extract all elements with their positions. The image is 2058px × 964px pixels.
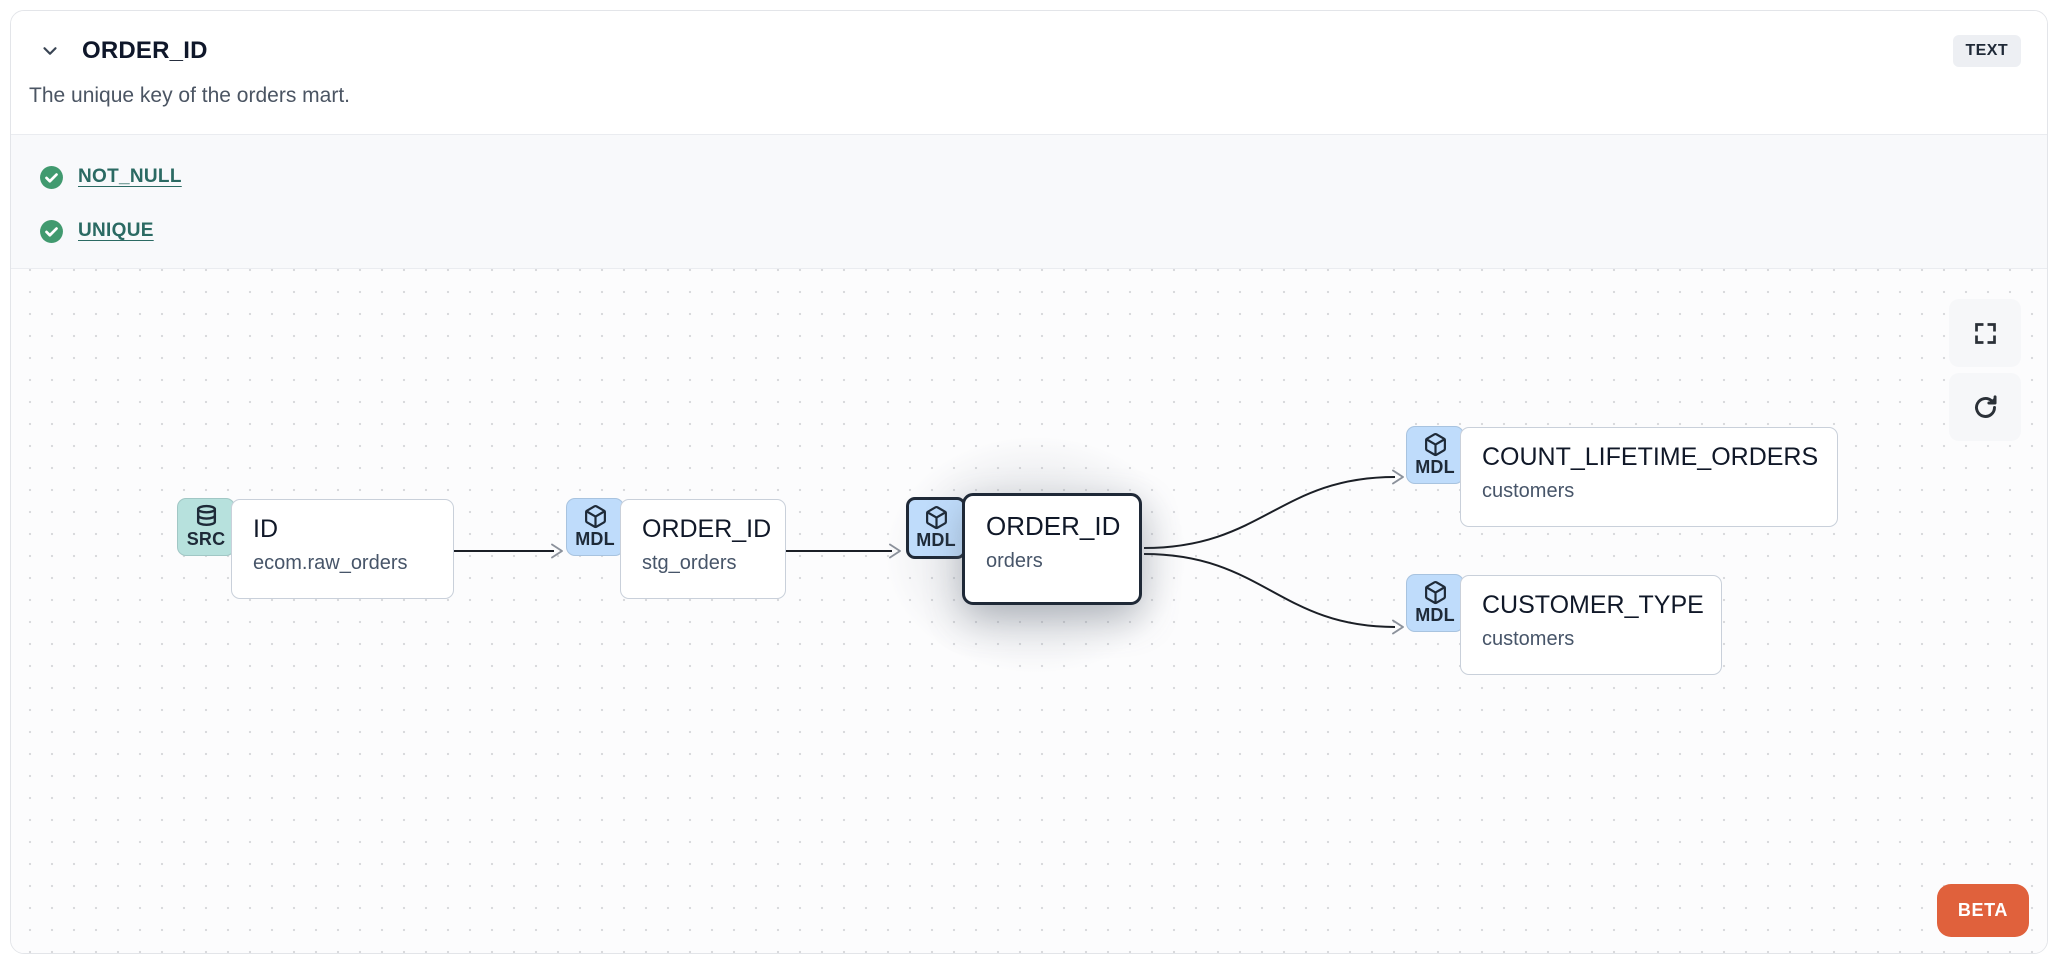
refresh-button[interactable] xyxy=(1949,373,2021,441)
node-title: CUSTOMER_TYPE xyxy=(1482,591,1704,619)
badge-label: MDL xyxy=(916,530,956,550)
database-icon xyxy=(196,504,216,527)
node-title: COUNT_LIFETIME_ORDERS xyxy=(1482,443,1819,471)
check-circle-icon xyxy=(40,165,63,189)
node-type-badge: SRC xyxy=(177,498,235,556)
refresh-icon xyxy=(1974,394,1997,418)
test-link-not-null[interactable]: NOT_NULL xyxy=(78,166,182,187)
node-subtitle: customers xyxy=(1482,628,1575,650)
badge-label: MDL xyxy=(1415,605,1455,625)
test-link-unique[interactable]: UNIQUE xyxy=(78,220,154,241)
node-type-badge: MDL xyxy=(1406,574,1464,632)
column-description: The unique key of the orders mart. xyxy=(29,84,350,107)
tests-section: NOT_NULL UNIQUE xyxy=(11,134,2047,269)
node-subtitle: customers xyxy=(1482,480,1575,502)
node-type-badge: MDL xyxy=(566,498,624,556)
badge-label: SRC xyxy=(186,529,226,549)
cube-icon xyxy=(1424,433,1446,457)
node-subtitle: orders xyxy=(986,550,1043,572)
badge-label: MDL xyxy=(1415,457,1455,477)
header: ORDER_ID TEXT The unique key of the orde… xyxy=(11,11,2047,134)
node-type-badge: MDL xyxy=(906,497,966,559)
node-title: ORDER_ID xyxy=(642,515,772,543)
test-row-unique: UNIQUE xyxy=(39,204,2047,258)
cube-icon xyxy=(1424,581,1446,605)
node-subtitle: ecom.raw_orders xyxy=(253,552,408,574)
node-title: ORDER_ID xyxy=(986,511,1121,541)
fullscreen-icon xyxy=(1974,322,1996,344)
column-detail-card: ORDER_ID TEXT The unique key of the orde… xyxy=(10,10,2048,954)
cube-icon xyxy=(584,505,606,529)
chevron-down-icon xyxy=(43,47,57,55)
node-subtitle: stg_orders xyxy=(642,552,737,574)
collapse-toggle[interactable] xyxy=(38,39,62,63)
badge-label: MDL xyxy=(575,529,615,549)
check-circle-icon xyxy=(40,219,63,243)
node-type-badge: MDL xyxy=(1406,426,1464,484)
type-badge: TEXT xyxy=(1952,35,2021,67)
fullscreen-button[interactable] xyxy=(1949,299,2021,367)
lineage-edges xyxy=(454,469,1404,635)
cube-icon xyxy=(925,506,947,530)
page-title: ORDER_ID xyxy=(82,37,208,64)
lineage-canvas[interactable]: SRC ID ecom.raw_orders MDL ORDER_ID stg_… xyxy=(11,269,2047,953)
node-title: ID xyxy=(253,515,278,543)
beta-badge: BETA xyxy=(1936,884,2029,937)
test-row-not-null: NOT_NULL xyxy=(39,150,2047,204)
canvas-controls xyxy=(1949,299,2021,441)
